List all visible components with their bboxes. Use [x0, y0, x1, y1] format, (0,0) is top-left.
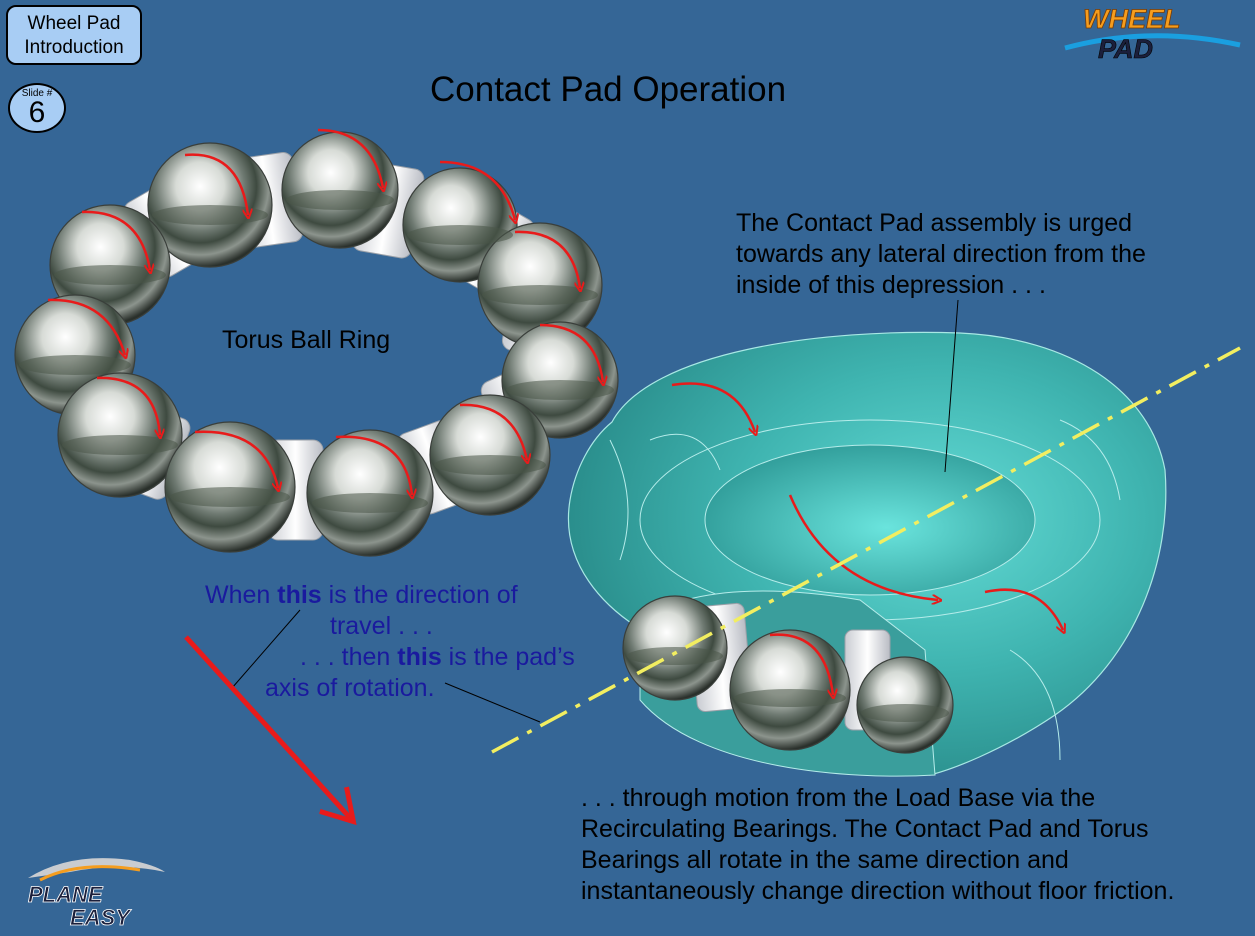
axis-caption-line1: . . . then this is the pad’s — [300, 643, 575, 671]
slide-caption: Slide # — [21, 88, 53, 99]
plane-easy-logo: PLANE EASY — [28, 858, 165, 930]
section-label-box: Wheel Pad Introduction — [6, 5, 142, 65]
svg-text:EASY: EASY — [70, 905, 132, 930]
travel-caption-line1: When this is the direction of — [205, 581, 518, 609]
contact-pad — [568, 331, 1167, 777]
pad-depression-caption: The Contact Pad assembly is urged toward… — [736, 209, 1146, 299]
travel-direction-arrow — [184, 635, 352, 820]
torus-ball-ring — [14, 128, 619, 557]
rotation-axis-line — [491, 346, 1241, 754]
wheel-pad-logo: WHEEL PAD — [1064, 4, 1241, 64]
section-label-line2: Introduction — [24, 37, 124, 58]
svg-text:PAD: PAD — [1098, 34, 1153, 64]
axis-caption-line2: axis of rotation. — [265, 674, 435, 702]
travel-caption-line2: travel . . . — [330, 612, 433, 640]
ring-label: Torus Ball Ring — [222, 326, 391, 354]
pad-motion-caption: . . . through motion from the Load Base … — [581, 784, 1175, 905]
section-label-line1: Wheel Pad — [27, 13, 121, 34]
svg-text:PLANE: PLANE — [28, 882, 104, 907]
slide-number-badge: Slide # 6 — [8, 83, 66, 133]
svg-text:WHEEL: WHEEL — [1083, 4, 1181, 34]
slide-number: 6 — [28, 96, 46, 129]
page-title: Contact Pad Operation — [430, 70, 787, 109]
